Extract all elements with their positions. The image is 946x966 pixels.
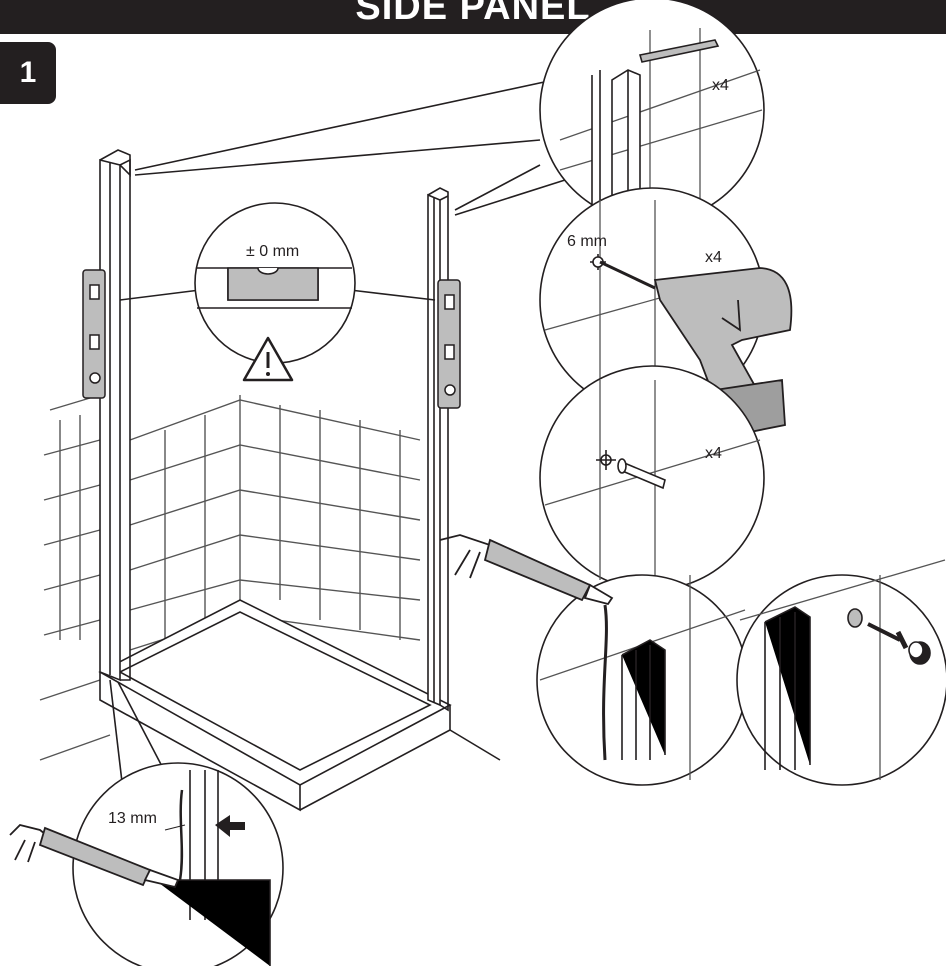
left-wall-tiles bbox=[39, 394, 111, 761]
arrow-icon bbox=[215, 815, 245, 837]
back-wall-tiles bbox=[129, 395, 421, 651]
drill-icon bbox=[599, 260, 793, 440]
plug-qty-label: x4 bbox=[705, 445, 722, 462]
page-title: SIDE PANEL bbox=[355, 0, 591, 28]
shower-scene bbox=[39, 69, 601, 851]
caulking-gun-icon bbox=[439, 534, 614, 606]
wall-plug-icon bbox=[617, 458, 666, 490]
left-wall-profile bbox=[99, 149, 131, 682]
header-bar: SIDE PANEL bbox=[0, 0, 946, 34]
screw-cap-icon bbox=[908, 641, 931, 665]
drill-bit-size-label: 6 mm bbox=[567, 233, 607, 250]
profile-screw-circle bbox=[736, 559, 946, 786]
top-bracket-qty-label: x4 bbox=[712, 77, 729, 94]
profile-install-circle bbox=[536, 574, 748, 786]
top-bracket-circle bbox=[539, 0, 765, 223]
step-number-badge: 1 bbox=[0, 42, 56, 104]
drill-qty-label: x4 bbox=[705, 249, 722, 266]
level-detail-circle bbox=[194, 202, 356, 364]
sealant-gap-label: 13 mm bbox=[108, 810, 157, 827]
level-reading-label: ± 0 mm bbox=[246, 243, 299, 260]
right-wall-profile bbox=[427, 187, 449, 712]
caulking-gun-icon bbox=[9, 824, 180, 889]
warning-icon bbox=[242, 336, 294, 382]
screw-icon bbox=[847, 608, 909, 650]
sealant-detail-circle bbox=[72, 762, 284, 966]
spirit-level-icon bbox=[82, 269, 461, 409]
